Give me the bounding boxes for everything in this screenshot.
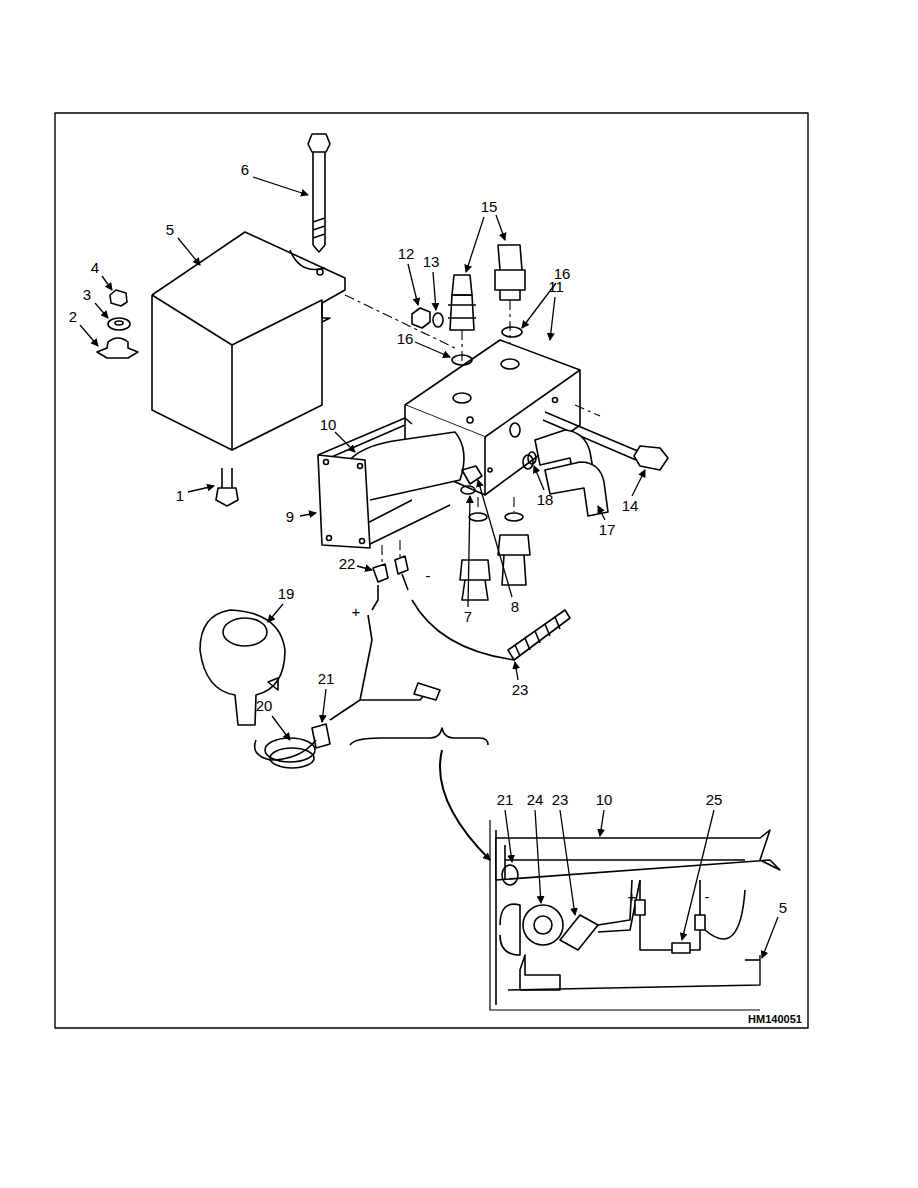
callout-number: 7	[463, 609, 473, 625]
callout-number: 10	[319, 417, 338, 433]
callout-number: 3	[82, 287, 92, 303]
callout-number: 10	[595, 792, 614, 808]
callout-number: 12	[397, 246, 416, 262]
callout-number: 13	[422, 254, 441, 270]
callout-number: 1	[175, 488, 185, 504]
callout-number: 20	[255, 698, 274, 714]
callout-number: 9	[285, 509, 295, 525]
callout-number: 2	[68, 309, 78, 325]
callout-number: 15	[480, 199, 499, 215]
callout-number: 22	[338, 556, 357, 572]
callout-number: 5	[165, 222, 175, 238]
callout-number: 24	[526, 792, 545, 808]
callout-number: 19	[277, 586, 296, 602]
callout-number: 18	[536, 492, 555, 508]
callout-number: 23	[511, 682, 530, 698]
callout-number: 21	[496, 792, 515, 808]
callout-number: 5	[778, 900, 788, 916]
callout-number: 23	[551, 792, 570, 808]
callout-number: 17	[598, 522, 617, 538]
callout-number: 14	[621, 498, 640, 514]
callout-number: 16	[396, 331, 415, 347]
callout-number: +	[351, 604, 362, 620]
callout-number: 4	[90, 260, 100, 276]
callout-number: 11	[547, 279, 565, 295]
callout-number: 25	[705, 792, 724, 808]
callout-number: -	[704, 889, 711, 905]
callout-number: 21	[317, 671, 336, 687]
figure-id: HM140051	[747, 1011, 803, 1027]
callout-number: 6	[240, 162, 250, 178]
callout-number: 8	[510, 599, 520, 615]
callout-number: -	[425, 568, 432, 584]
callout-number: +	[627, 889, 638, 905]
